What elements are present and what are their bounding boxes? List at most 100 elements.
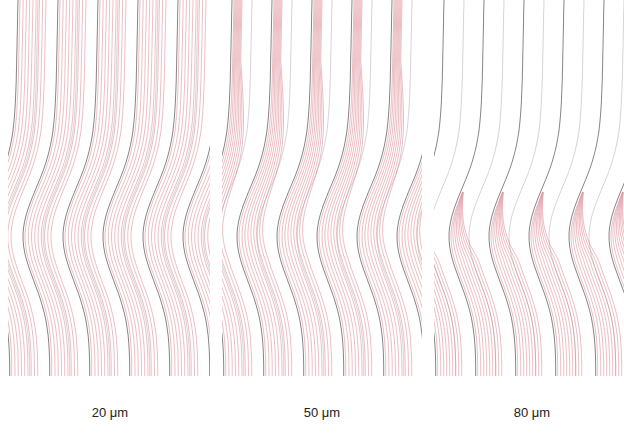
streamline [489, 0, 524, 376]
streamline [195, 0, 210, 376]
streamline [501, 192, 536, 376]
streamline [578, 192, 610, 376]
scale-label: 20 μm [92, 405, 128, 420]
streamline [374, 0, 402, 376]
streamline [300, 0, 329, 376]
streamline [411, 0, 422, 376]
streamline [279, 0, 314, 376]
scale-label: 50 μm [304, 405, 340, 420]
streamline [297, 0, 332, 376]
streamline [168, 0, 203, 376]
streamline [541, 192, 576, 376]
streamline [434, 192, 462, 376]
streamline [402, 0, 422, 376]
streamline [294, 0, 322, 376]
streamline [222, 0, 232, 376]
streamline [198, 0, 210, 376]
streamline [222, 0, 249, 376]
streamline [451, 192, 478, 376]
streamline [8, 0, 36, 376]
streamline [185, 0, 210, 376]
streamline [203, 0, 210, 376]
streamline [434, 192, 447, 376]
streamline [81, 0, 116, 376]
streamline [83, 0, 118, 376]
streamline [469, 0, 504, 376]
streamline [449, 0, 484, 376]
streamline [222, 0, 252, 376]
streamline [208, 0, 210, 376]
streamline [434, 0, 464, 376]
streamline [45, 0, 80, 376]
streamline [85, 0, 120, 376]
streamline [581, 192, 616, 376]
streamline [459, 192, 492, 376]
streamline [48, 0, 83, 376]
streamline [569, 0, 604, 376]
streamline [118, 0, 153, 376]
streamline [434, 192, 453, 376]
streamline [254, 0, 282, 376]
streamline [192, 0, 211, 376]
streamline [78, 0, 113, 376]
streamline [257, 0, 292, 376]
streamline [248, 0, 277, 376]
streamline [163, 0, 198, 376]
panel-80 [434, 0, 624, 376]
streamline [509, 0, 544, 376]
streamline [8, 0, 43, 376]
streamline [434, 0, 444, 376]
streamline [123, 0, 158, 376]
streamline [165, 0, 200, 376]
streamline [237, 0, 272, 376]
streamline [609, 0, 624, 376]
streamline [334, 0, 362, 376]
streamline [368, 0, 397, 376]
streamline [277, 0, 312, 376]
streamline [303, 0, 332, 376]
streamline [397, 0, 422, 376]
streamline [529, 0, 564, 376]
panel-20 [8, 0, 210, 376]
streamline [498, 192, 530, 376]
streamline [319, 0, 354, 376]
streamline [317, 0, 352, 376]
streamline [260, 0, 289, 376]
streamline [461, 192, 496, 376]
streamline [41, 0, 76, 376]
streamline [125, 0, 160, 376]
streamline [239, 0, 274, 376]
streamline [128, 0, 163, 376]
panel-50 [222, 0, 422, 376]
streamline [434, 192, 456, 376]
streamline [383, 0, 412, 376]
streamline [343, 0, 372, 376]
streamline [539, 192, 572, 376]
streamline [188, 0, 210, 376]
streamline [549, 0, 584, 376]
streamline [222, 0, 245, 376]
streamline [571, 192, 598, 376]
streamline [357, 0, 392, 376]
streamline [359, 0, 394, 376]
streamline [63, 0, 98, 376]
streamline [417, 0, 422, 376]
streamline [499, 192, 532, 376]
streamline [121, 0, 156, 376]
streamline [328, 0, 357, 376]
streamline [340, 0, 369, 376]
streamline [43, 0, 78, 376]
streamline [103, 0, 138, 376]
streamline [579, 192, 612, 376]
streamline [158, 0, 193, 376]
streamline [458, 192, 490, 376]
streamline [143, 0, 178, 376]
streamline [337, 0, 372, 376]
streamline [8, 0, 18, 376]
streamline [623, 192, 624, 376]
streamline [589, 0, 624, 376]
streamline [377, 0, 412, 376]
streamline [414, 0, 422, 376]
